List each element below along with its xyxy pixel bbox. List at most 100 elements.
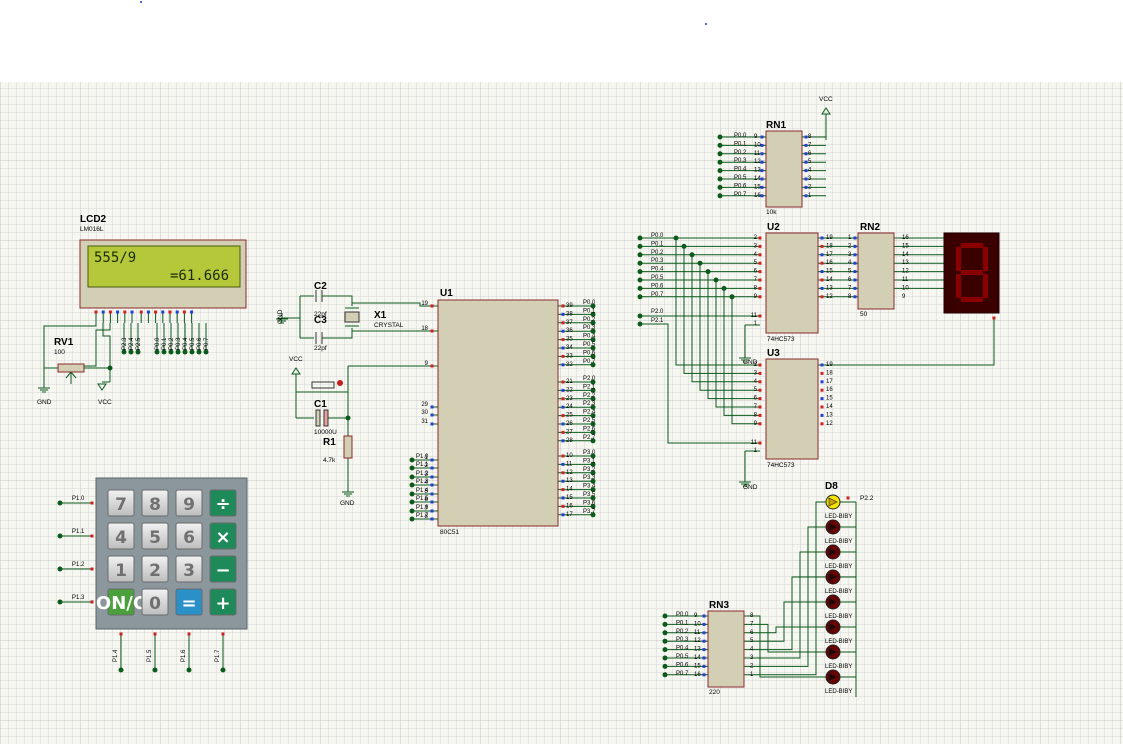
- mcu-u1[interactable]: U1 80C51: [437, 288, 559, 536]
- junction: [168, 349, 174, 355]
- resistor-network-rn1[interactable]: RN1 10k VCC: [765, 96, 833, 216]
- key-label[interactable]: 8: [149, 495, 161, 515]
- key-cap[interactable]: [209, 588, 237, 616]
- key-cap[interactable]: [141, 555, 169, 583]
- keypad-key[interactable]: ÷: [209, 489, 237, 517]
- rn2-pin-num: 12: [902, 269, 909, 275]
- key-label[interactable]: 5: [149, 528, 161, 548]
- keypad-key[interactable]: 0: [141, 588, 169, 616]
- resistor-network-rn3[interactable]: RN3 220: [707, 600, 745, 696]
- mcu-pin-num: 7: [425, 506, 429, 512]
- keypad-key[interactable]: 4: [107, 522, 135, 550]
- pin-marker: [430, 329, 434, 333]
- led[interactable]: LED-BIBY: [825, 594, 852, 620]
- key-label[interactable]: 6: [183, 528, 195, 548]
- key-label[interactable]: 0: [149, 594, 161, 614]
- pin-marker: [758, 413, 762, 417]
- led[interactable]: LED-BIBY: [825, 619, 852, 645]
- potentiometer-rv1[interactable]: RV1 100 GND VCC: [37, 337, 112, 406]
- key-label[interactable]: ÷: [215, 494, 230, 515]
- wire: [351, 330, 432, 338]
- led-column[interactable]: D8 P2.2 LED-BIBYLED-BIBYLED-BIBYLED-BIBY…: [825, 481, 874, 695]
- lcd-line-2: =61.666: [170, 268, 229, 284]
- key-label[interactable]: 4: [115, 528, 127, 548]
- mcu-pin-num: 8: [425, 514, 429, 520]
- rn2-pin-num: 9: [902, 294, 906, 300]
- mcu-net-label: P0.0: [583, 300, 596, 306]
- r1-ref: R1: [323, 437, 336, 448]
- key-cap[interactable]: [107, 489, 135, 517]
- key-cap[interactable]: [175, 489, 203, 517]
- key-cap[interactable]: [175, 522, 203, 550]
- key-label[interactable]: =: [181, 593, 196, 614]
- key-label[interactable]: −: [215, 560, 230, 581]
- rn1-net-label: P0.1: [734, 141, 747, 147]
- mcu-net-label: P3.0: [583, 450, 596, 456]
- keypad-key[interactable]: 7: [107, 489, 135, 517]
- keypad-key[interactable]: 9: [175, 489, 203, 517]
- rn2-pin-num: 15: [902, 243, 909, 249]
- resistor-network-rn2[interactable]: RN2 50: [857, 222, 895, 318]
- key-cap[interactable]: [107, 555, 135, 583]
- pin-marker: [561, 397, 565, 401]
- junction: [590, 311, 596, 317]
- latch-u3[interactable]: U3 74HC573 GND: [743, 348, 819, 491]
- key-label[interactable]: ×: [215, 527, 230, 548]
- seven-segment-display[interactable]: [943, 232, 1000, 314]
- u3-part: 74HC573: [767, 462, 795, 469]
- oscillator[interactable]: C2 22pf C3 22pf X1 CRYSTAL GND: [277, 281, 404, 352]
- key-label[interactable]: +: [215, 593, 230, 614]
- keypad-key[interactable]: 2: [141, 555, 169, 583]
- key-cap[interactable]: [141, 489, 169, 517]
- keypad-key[interactable]: 3: [175, 555, 203, 583]
- led[interactable]: LED-BIBY: [825, 519, 852, 545]
- junction: [590, 362, 596, 368]
- pin-marker: [161, 310, 165, 314]
- led[interactable]: LED-BIBY: [825, 544, 852, 570]
- key-cap[interactable]: [209, 522, 237, 550]
- key-label[interactable]: 7: [115, 495, 127, 515]
- mcu-net-label: P3.5: [583, 492, 596, 498]
- led[interactable]: LED-BIBY: [825, 669, 852, 695]
- led[interactable]: LED-BIBY: [825, 569, 852, 595]
- mcu-net-label: P2.5: [583, 418, 596, 424]
- reset-circuit[interactable]: VCC C1 10000U R1 4.7k GND: [289, 356, 355, 507]
- key-label[interactable]: 1: [115, 561, 127, 581]
- lcd-ref: LCD2: [80, 214, 107, 225]
- reset-button-cap: [337, 380, 343, 386]
- keypad-key[interactable]: ×: [209, 522, 237, 550]
- key-cap[interactable]: [175, 555, 203, 583]
- keypad-key[interactable]: 6: [175, 522, 203, 550]
- key-cap[interactable]: [209, 489, 237, 517]
- keypad-key[interactable]: 1: [107, 555, 135, 583]
- latch-u2[interactable]: U2 74HC573 GND: [743, 222, 819, 366]
- rn3-pin-num: 16: [694, 672, 701, 678]
- keypad-key[interactable]: 8: [141, 489, 169, 517]
- key-label[interactable]: 3: [183, 561, 195, 581]
- key-label[interactable]: ON/C: [96, 593, 146, 614]
- junction: [409, 474, 415, 480]
- key-cap[interactable]: [175, 588, 203, 616]
- pin-marker: [758, 244, 762, 248]
- junction: [590, 387, 596, 393]
- key-label[interactable]: 2: [149, 561, 161, 581]
- key-cap[interactable]: [209, 555, 237, 583]
- key-cap[interactable]: [141, 588, 169, 616]
- keypad-key[interactable]: 5: [141, 522, 169, 550]
- key-cap[interactable]: [107, 588, 135, 616]
- led[interactable]: LED-BIBY: [825, 644, 852, 670]
- pin-marker: [561, 414, 565, 418]
- key-label[interactable]: 9: [183, 495, 195, 515]
- keypad-key[interactable]: +: [209, 588, 237, 616]
- led-symbol: [828, 672, 838, 682]
- keypad-key[interactable]: −: [209, 555, 237, 583]
- keypad-key[interactable]: ON/C: [96, 588, 146, 616]
- lcd-module[interactable]: LCD2 LM016L 555/9 =61.666: [79, 214, 247, 309]
- led[interactable]: LED-BIBY: [825, 494, 852, 520]
- key-cap[interactable]: [141, 522, 169, 550]
- keypad-key[interactable]: =: [175, 588, 203, 616]
- key-cap[interactable]: [107, 522, 135, 550]
- rn1-pin-num: 1: [808, 193, 812, 199]
